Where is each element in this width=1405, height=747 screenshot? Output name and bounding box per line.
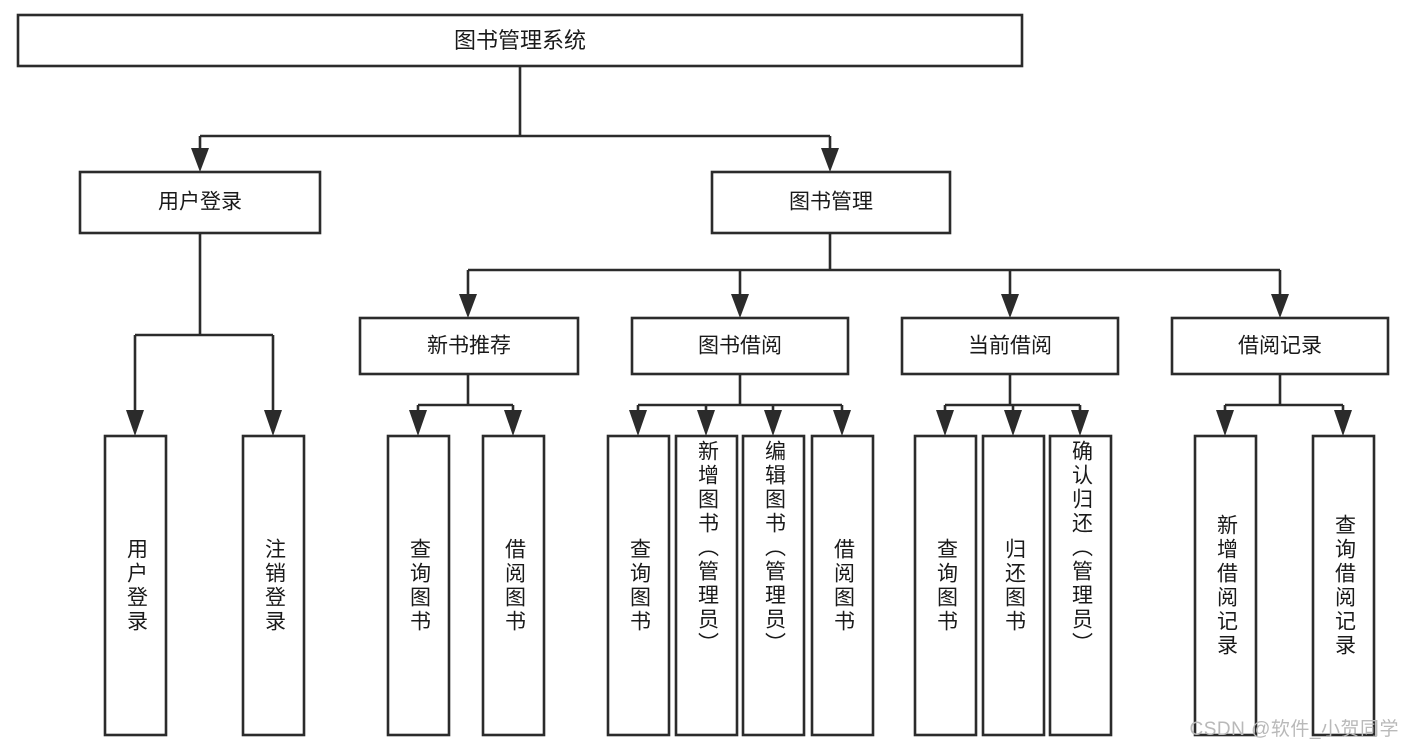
node-new-book-recommend[interactable]: 新书推荐: [358, 316, 580, 376]
arrowhead-user-login: [191, 148, 209, 172]
leaf-cb-return-book[interactable]: [981, 434, 1046, 737]
node-borrow-records-label: 借阅记录: [1238, 335, 1322, 358]
leaf-bb-add-book[interactable]: [674, 434, 739, 737]
node-book-management-box[interactable]: [710, 170, 952, 235]
leaf-cb-confirm-return-box[interactable]: [1048, 434, 1113, 737]
arrowhead-cb-leaf-2: [1004, 410, 1022, 436]
node-current-borrow-label: 当前借阅: [968, 335, 1052, 358]
arrowhead-bb-leaf-2: [697, 410, 715, 436]
leaf-cb-query-book[interactable]: [913, 434, 978, 737]
leaf-bb-edit-book[interactable]: [741, 434, 806, 737]
leaf-br-add-record-box[interactable]: [1193, 434, 1258, 737]
arrowhead-nb-leaf-2: [504, 410, 522, 436]
arrowhead-bb-leaf-4: [833, 410, 851, 436]
arrowhead-book-borrow: [731, 294, 749, 318]
leaf-user-login[interactable]: [103, 434, 168, 737]
leaf-nb-query-book-box[interactable]: [386, 434, 451, 737]
leaf-nb-query-book[interactable]: [386, 434, 451, 737]
node-new-book-recommend-label: 新书推荐: [427, 335, 511, 358]
arrowhead-new-book: [459, 294, 477, 318]
leaf-bb-edit-book-box[interactable]: [741, 434, 806, 737]
node-book-management-label: 图书管理: [789, 191, 873, 214]
arrowhead-nb-leaf-1: [409, 410, 427, 436]
leaf-nb-borrow-book-box[interactable]: [481, 434, 546, 737]
arrowhead-current-borrow: [1001, 294, 1019, 318]
node-current-borrow-box[interactable]: [900, 316, 1120, 376]
node-book-borrow[interactable]: 图书借阅: [630, 316, 850, 376]
leaf-logout-login-box[interactable]: [241, 434, 306, 737]
node-book-borrow-label: 图书借阅: [698, 335, 782, 358]
node-current-borrow[interactable]: 当前借阅: [900, 316, 1120, 376]
arrowhead-leaf-logout: [264, 410, 282, 436]
arrowhead-br-leaf-1: [1216, 410, 1234, 436]
arrowhead-br-leaf-2: [1334, 410, 1352, 436]
leaf-bb-borrow-book-box[interactable]: [810, 434, 875, 737]
node-borrow-records-box[interactable]: [1170, 316, 1390, 376]
leaf-nb-borrow-book[interactable]: [481, 434, 546, 737]
leaf-cb-return-book-box[interactable]: [981, 434, 1046, 737]
leaf-bb-borrow-book[interactable]: [810, 434, 875, 737]
node-book-management[interactable]: 图书管理: [710, 170, 952, 235]
arrowhead-cb-leaf-3: [1071, 410, 1089, 436]
node-user-login-label: 用户登录: [158, 191, 242, 214]
node-root-box[interactable]: [16, 13, 1024, 68]
arrowhead-book-mgmt: [821, 148, 839, 172]
arrowhead-bb-leaf-3: [764, 410, 782, 436]
leaf-cb-confirm-return[interactable]: [1048, 434, 1113, 737]
leaf-bb-add-book-box[interactable]: [674, 434, 739, 737]
node-borrow-records[interactable]: 借阅记录: [1170, 316, 1390, 376]
node-root-label: 图书管理系统: [454, 28, 586, 53]
arrowhead-borrow-records: [1271, 294, 1289, 318]
arrowhead-cb-leaf-1: [936, 410, 954, 436]
node-new-book-recommend-box[interactable]: [358, 316, 580, 376]
node-book-borrow-box[interactable]: [630, 316, 850, 376]
leaf-br-add-record[interactable]: [1193, 434, 1258, 737]
leaf-cb-query-book-box[interactable]: [913, 434, 978, 737]
leaf-user-login-box[interactable]: [103, 434, 168, 737]
leaf-br-query-record[interactable]: [1311, 434, 1376, 737]
leaf-logout-login[interactable]: [241, 434, 306, 737]
node-user-login[interactable]: 用户登录: [78, 170, 322, 235]
leaf-bb-query-book-box[interactable]: [606, 434, 671, 737]
leaf-bb-query-book[interactable]: [606, 434, 671, 737]
node-root[interactable]: 图书管理系统: [16, 13, 1024, 68]
arrowhead-bb-leaf-1: [629, 410, 647, 436]
node-user-login-box[interactable]: [78, 170, 322, 235]
leaf-br-query-record-box[interactable]: [1311, 434, 1376, 737]
arrowhead-leaf-user-login: [126, 410, 144, 436]
